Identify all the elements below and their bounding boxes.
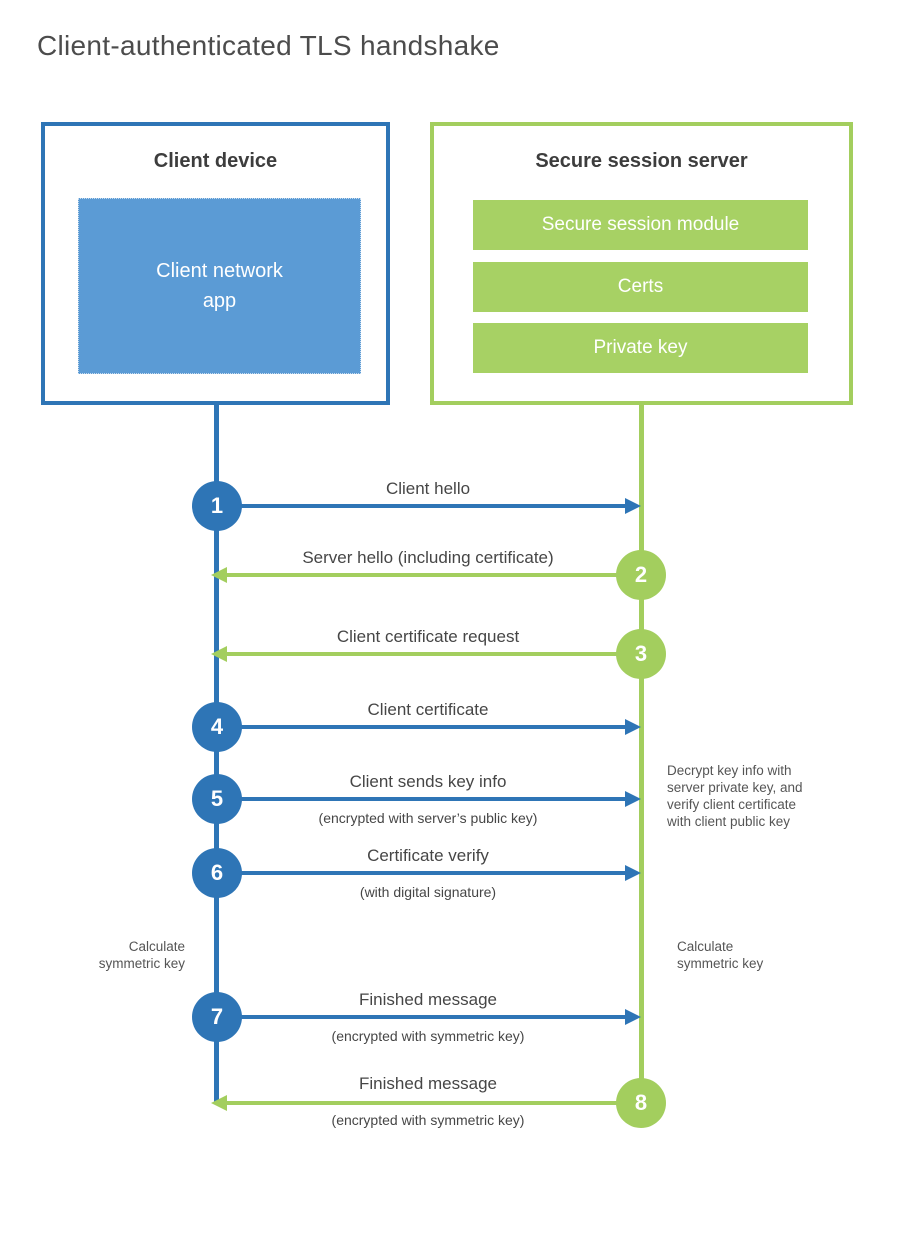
message-label: Server hello (including certificate) [302, 548, 554, 567]
message-label: Client sends key info [349, 772, 507, 791]
note-line: symmetric key [98, 956, 185, 971]
message-sublabel: (encrypted with symmetric key) [331, 1028, 525, 1044]
arrow-head-right-icon [625, 498, 641, 514]
step-number: 7 [210, 1004, 224, 1029]
arrow-head-right-icon [625, 1009, 641, 1025]
note-line: Calculate [128, 939, 185, 954]
arrow-head-left-icon [211, 1095, 227, 1111]
message-label: Client certificate request [336, 627, 520, 646]
page-title: Client-authenticated TLS handshake [37, 30, 500, 61]
step-circle: 3 [616, 629, 666, 679]
step-number: 4 [210, 714, 224, 739]
message-label: Finished message [359, 1074, 497, 1093]
message-label: Client certificate [367, 700, 489, 719]
step-number: 5 [210, 786, 224, 811]
arrow-line [217, 1015, 626, 1019]
step-number: 3 [634, 641, 648, 666]
message-label: Finished message [359, 990, 497, 1009]
arrow-line [227, 652, 641, 656]
decrypt-note: Decrypt key info with server private key… [667, 762, 803, 830]
note-line: symmetric key [677, 956, 764, 971]
message-label: Client hello [385, 479, 471, 498]
step-circle: 6 [192, 848, 242, 898]
decrypt-note-line: verify client certificate [667, 797, 797, 812]
step-circle: 1 [192, 481, 242, 531]
step-circle: 2 [616, 550, 666, 600]
message-sublabel: (with digital signature) [359, 884, 497, 900]
decrypt-note-line: server private key, and [667, 780, 803, 795]
message-label: Certificate verify [367, 846, 489, 865]
message-sublabel: (encrypted with server’s public key) [318, 810, 538, 826]
decrypt-note-line: Decrypt key info with [667, 763, 792, 778]
server-module-bar: Certs [473, 262, 808, 312]
server-module-bar: Private key [473, 323, 808, 373]
arrow-line [217, 504, 626, 508]
arrow-head-left-icon [211, 646, 227, 662]
client-lifeline [214, 405, 219, 1103]
server-module-bar: Secure session module [473, 200, 808, 250]
calculate-symmetric-key-note-left: Calculate symmetric key [85, 938, 185, 972]
client-network-app-label: Client network app [156, 260, 283, 312]
arrow-head-right-icon [625, 791, 641, 807]
server-title: Secure session server [535, 150, 748, 172]
arrow-line [227, 573, 641, 577]
calculate-symmetric-key-note-right: Calculate symmetric key [677, 938, 763, 972]
server-lifeline [639, 405, 644, 1105]
arrow-head-right-icon [625, 719, 641, 735]
step-number: 6 [210, 860, 224, 885]
arrow-line [217, 797, 626, 801]
arrow-head-right-icon [625, 865, 641, 881]
step-circle: 5 [192, 774, 242, 824]
message-sublabel: (encrypted with symmetric key) [331, 1112, 525, 1128]
note-line: Calculate [677, 939, 734, 954]
arrow-line [227, 1101, 641, 1105]
step-number: 8 [634, 1090, 648, 1115]
step-number: 2 [634, 562, 648, 587]
arrow-line [217, 725, 626, 729]
arrow-head-left-icon [211, 567, 227, 583]
decrypt-note-line: with client public key [667, 814, 791, 829]
arrow-line [217, 871, 626, 875]
step-number: 1 [210, 493, 224, 518]
client-network-app-box: Client network app [78, 198, 361, 374]
step-circle: 7 [192, 992, 242, 1042]
step-circle: 8 [616, 1078, 666, 1128]
client-device-title: Client device [153, 150, 278, 172]
step-circle: 4 [192, 702, 242, 752]
